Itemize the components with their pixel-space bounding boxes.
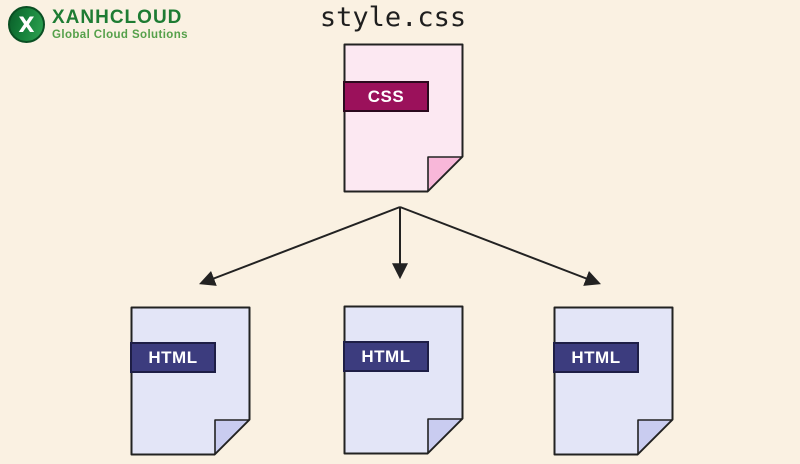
document-fold-corner <box>427 156 463 192</box>
html-document-shape <box>343 305 464 455</box>
html-document-shape <box>130 306 251 456</box>
brand-name: XANHCLOUD <box>52 6 183 28</box>
document-fold-corner <box>637 419 673 455</box>
css-file-icon: CSS <box>343 43 464 193</box>
css-document-shape <box>343 43 464 193</box>
html-file-icon-3: HTML <box>553 306 674 456</box>
brand-tagline: Global Cloud Solutions <box>52 29 188 42</box>
logo-text: XANHCLOUD Global Cloud Solutions <box>52 6 188 42</box>
arrow-css-to-html-1 <box>199 206 401 286</box>
arrow-css-to-html-3 <box>399 206 601 286</box>
brand-logo: X XANHCLOUD Global Cloud Solutions <box>8 6 188 43</box>
html-file-icon-2: HTML <box>343 305 464 455</box>
document-fold-corner <box>427 418 463 454</box>
html-label-badge: HTML <box>553 342 639 373</box>
document-fold-corner <box>214 419 250 455</box>
logo-letter: X <box>18 12 35 37</box>
css-label-badge: CSS <box>343 81 429 112</box>
html-label-badge: HTML <box>130 342 216 373</box>
html-document-shape <box>553 306 674 456</box>
x-circle-icon: X <box>8 6 45 43</box>
html-file-icon-1: HTML <box>130 306 251 456</box>
html-label-badge: HTML <box>343 341 429 372</box>
diagram-title: style.css <box>319 2 467 33</box>
